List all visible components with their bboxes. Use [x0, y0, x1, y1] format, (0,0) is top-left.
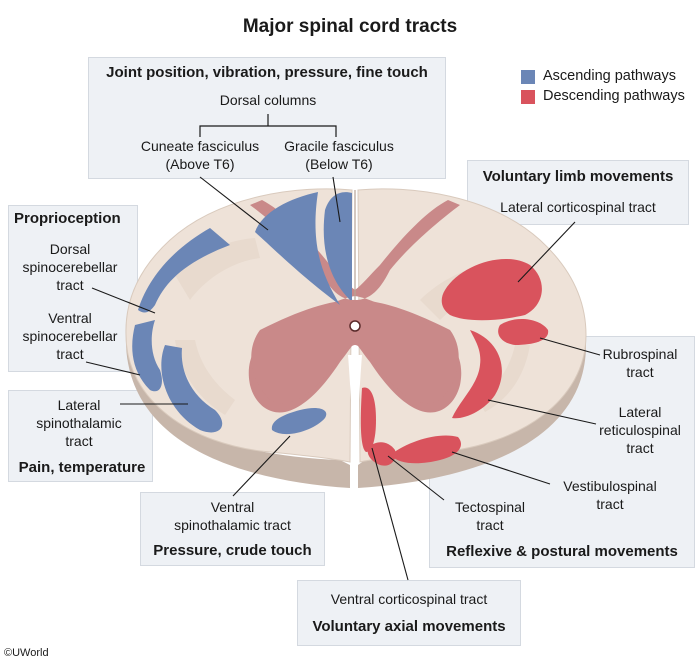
pressure-heading: Pressure, crude touch [153, 542, 312, 559]
gracile-level: (Below T6) [305, 156, 373, 172]
leader-lateral-corticospinal [517, 221, 576, 283]
cord-rim-right [358, 330, 586, 488]
tectospinal-line1: Tectospinal [454, 499, 526, 515]
ventral-sc-line2: spinocerebellar [22, 328, 118, 344]
dorsal-columns-bracket [199, 114, 337, 137]
copyright-label: ©UWorld [4, 647, 49, 659]
legend-ascending-swatch [521, 70, 535, 84]
axial-heading: Voluntary axial movements [312, 618, 506, 635]
dorsal-sc-line2: spinocerebellar [22, 259, 118, 275]
leader-vestibulospinal [451, 451, 551, 485]
vestibulospinal-line2: tract [596, 496, 624, 512]
wm-segment-3 [175, 340, 235, 415]
ventral-sc-line3: tract [56, 346, 84, 362]
rubrospinal-line1: Rubrospinal [602, 346, 678, 362]
reticulospinal-line3: tract [626, 440, 654, 456]
leader-rubrospinal [539, 337, 601, 356]
pain-heading: Pain, temperature [18, 459, 146, 476]
joint-heading: Joint position, vibration, pressure, fin… [106, 64, 428, 81]
diagram-title: Major spinal cord tracts [242, 16, 458, 37]
proprioception-heading: Proprioception [14, 210, 121, 227]
reticulospinal-line2: reticulospinal [599, 422, 681, 438]
pain-temperature-box [8, 390, 153, 482]
vestibulospinal-shape [390, 435, 461, 464]
reticulospinal-line1: Lateral [618, 404, 662, 420]
lateral-st-line1: Lateral [57, 397, 101, 413]
dorsal-columns-label: Dorsal columns [219, 92, 317, 108]
gray-matter-body [251, 300, 459, 404]
central-canal [349, 320, 361, 332]
ventral-fissure [348, 355, 362, 462]
ventral-sc-line1: Ventral [48, 310, 92, 326]
lateral-reticulospinal-shape [452, 330, 502, 419]
lateral-st-line3: tract [65, 433, 93, 449]
legend-ascending-label: Ascending pathways [543, 68, 676, 84]
dorsal-spinocerebellar-shape [138, 228, 230, 313]
joint-position-box [88, 57, 446, 179]
ventral-spinocerebellar-shape [132, 320, 162, 392]
voluntary-axial-box [297, 580, 521, 646]
cuneate-level: (Above T6) [165, 156, 235, 172]
leader-dorsal-spinocerebellar [91, 287, 156, 314]
voluntary-limb-box [467, 160, 689, 225]
ventral-spinothalamic-shape [271, 407, 327, 435]
reflexive-heading: Reflexive & postural movements [446, 543, 678, 560]
leader-tectospinal [387, 455, 445, 501]
lateral-corticospinal-label: Lateral corticospinal tract [500, 199, 656, 215]
rubrospinal-line2: tract [626, 364, 654, 380]
leader-ventral-spinocerebellar [85, 361, 141, 376]
dorsal-sc-line1: Dorsal [49, 241, 91, 257]
voluntary-limb-heading: Voluntary limb movements [482, 168, 674, 185]
ventral-corticospinal-label: Ventral corticospinal tract [330, 591, 488, 607]
lateral-st-line2: spinothalamic [36, 415, 122, 431]
ventral-st-line2: spinothalamic tract [174, 517, 291, 533]
tectospinal-shape [367, 442, 396, 466]
leader-ventral-corticospinal [371, 447, 409, 581]
ventral-corticospinal-shape [360, 387, 376, 452]
dorsal-sc-line3: tract [56, 277, 84, 293]
pressure-crude-touch-box [140, 492, 325, 566]
lateral-corticospinal-shape [441, 259, 542, 321]
proprioception-box [8, 205, 138, 372]
legend-descending-label: Descending pathways [543, 88, 685, 104]
tectospinal-line2: tract [476, 517, 504, 533]
leader-ventral-spinothalamic [232, 435, 291, 497]
leader-cuneate [199, 176, 269, 231]
cord-rim-left [126, 330, 350, 488]
wm-segment-1 [175, 238, 260, 300]
cuneate-fasciculus-shape [255, 192, 340, 305]
cuneate-label: Cuneate fasciculus [140, 138, 260, 154]
gracile-label: Gracile fasciculus [284, 138, 394, 154]
leader-reticulospinal [487, 399, 597, 425]
lateral-spinothalamic-shape [161, 345, 223, 433]
rubrospinal-shape [498, 318, 549, 345]
leader-gracile [332, 176, 341, 223]
vestibulospinal-line1: Vestibulospinal [563, 478, 657, 494]
ventral-st-line1: Ventral [210, 499, 255, 515]
legend-descending-swatch [521, 90, 535, 104]
gracile-fasciculus-shape [323, 192, 352, 300]
